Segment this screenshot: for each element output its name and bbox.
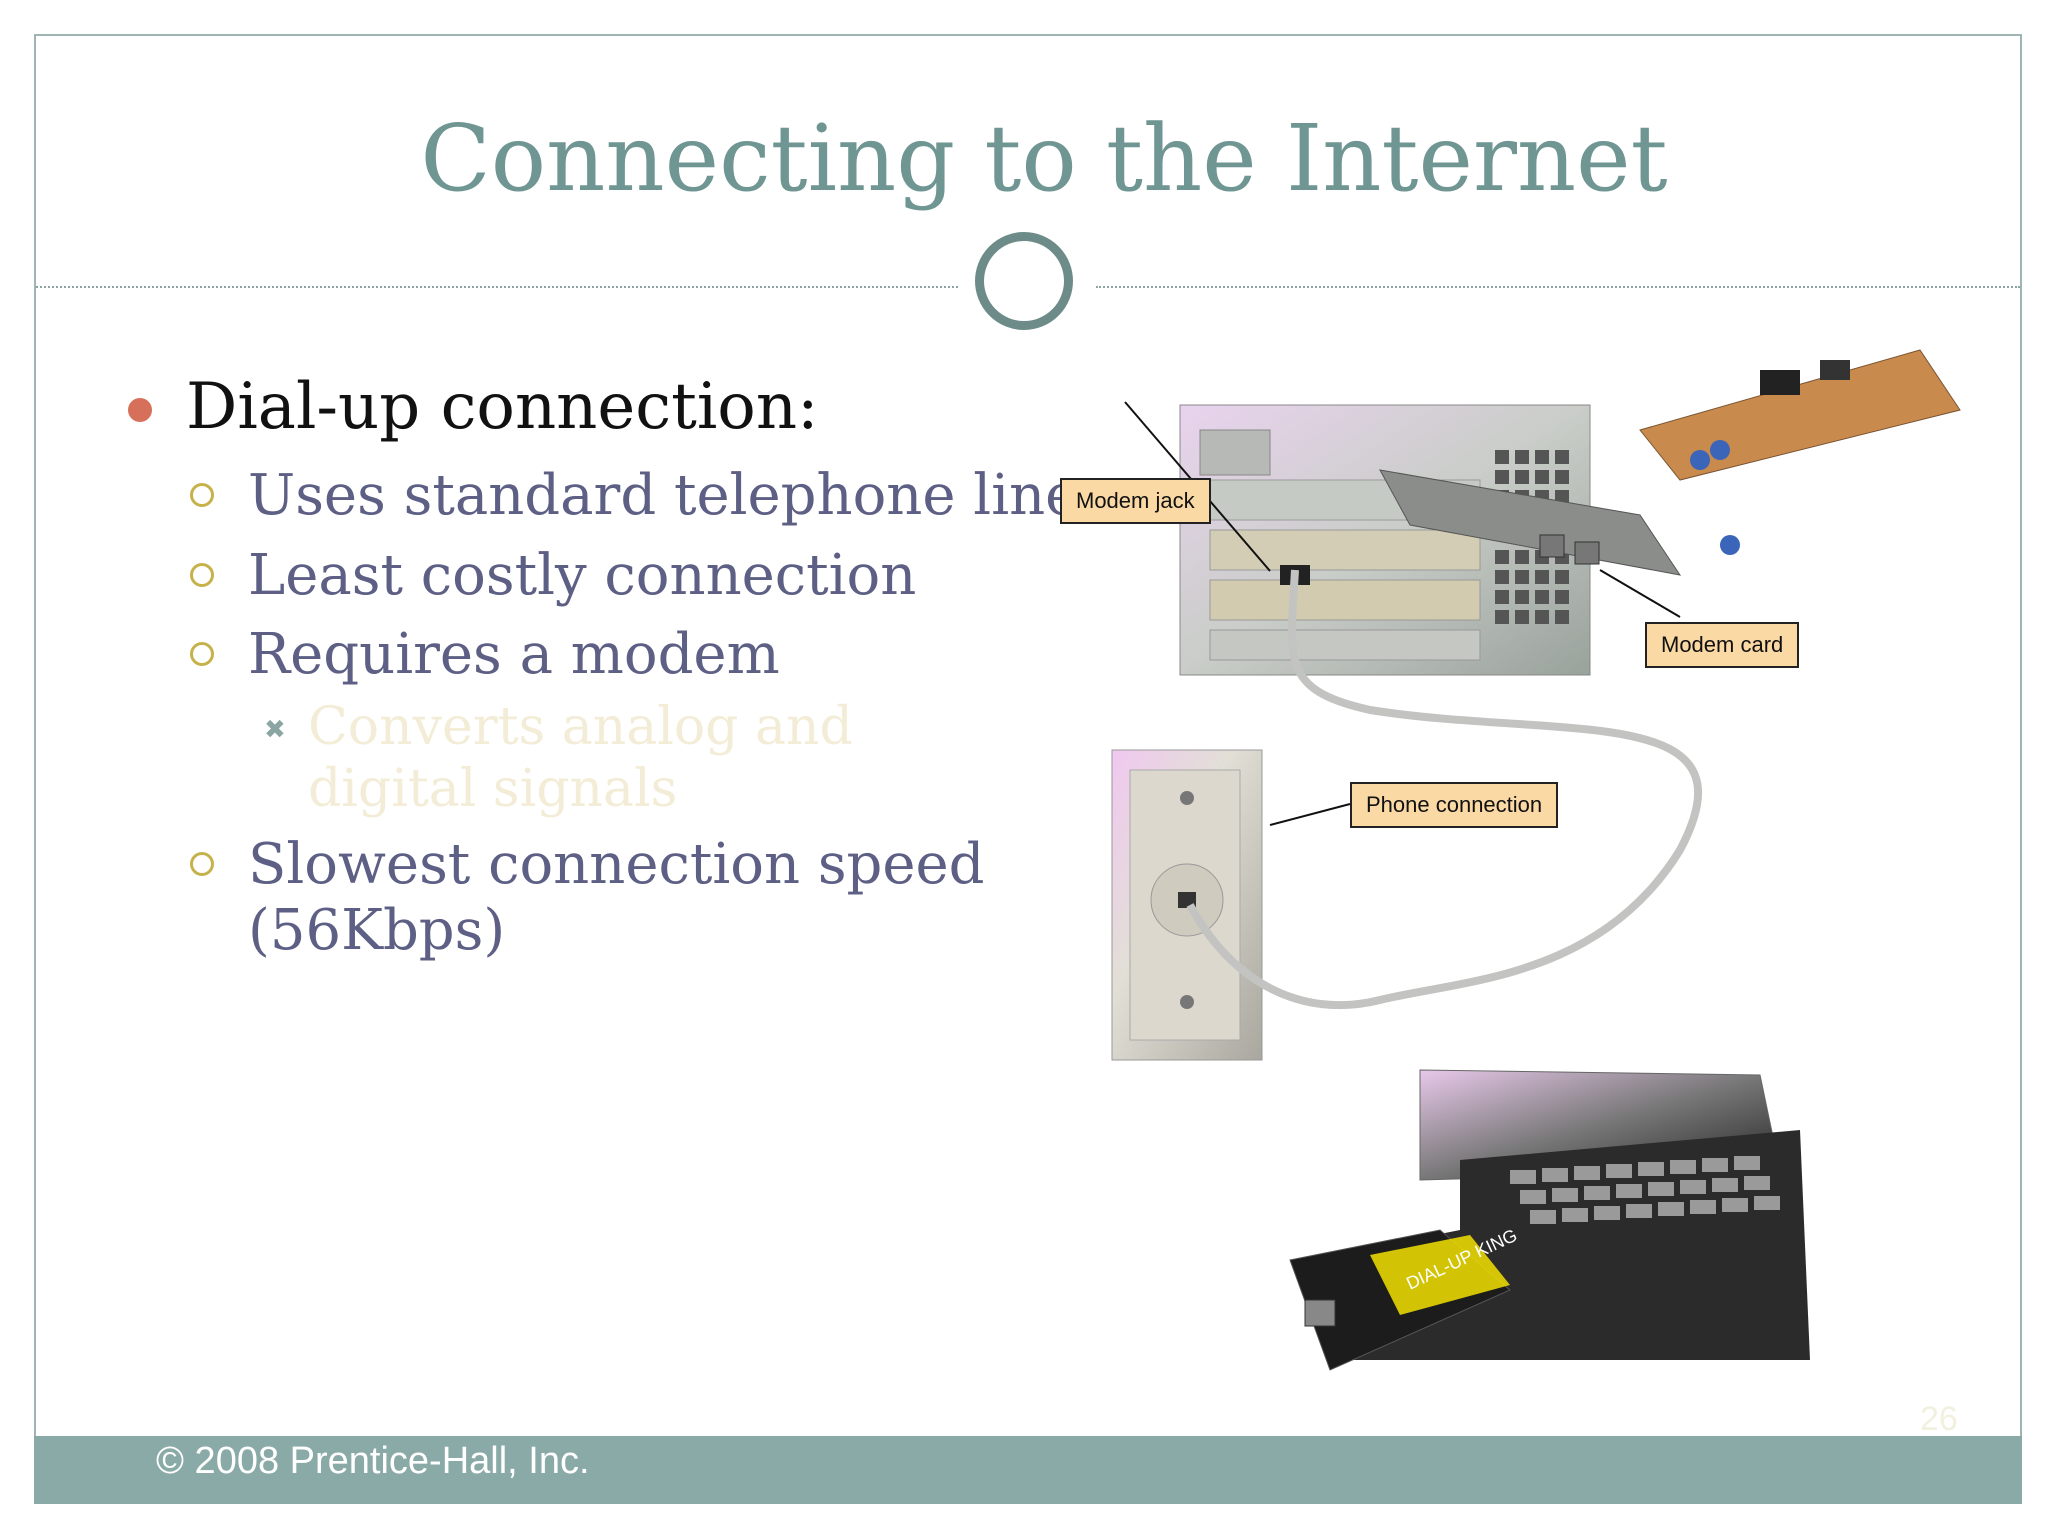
sub-bullet-ring-icon [190, 642, 214, 666]
footer-bar [34, 1436, 2022, 1504]
bullet-dot-icon [128, 398, 152, 422]
sub-bullet-3: Requires a modem [248, 622, 780, 687]
callout-modem-jack: Modem jack [1060, 478, 1211, 524]
sub-bullet-1: Uses standard telephone line [248, 463, 1079, 528]
modem-card [1379, 349, 1961, 576]
callout-modem-card: Modem card [1645, 622, 1800, 668]
subsub-bullet: Converts analog and digital signals [308, 697, 853, 819]
phone-cable [1186, 569, 1703, 1010]
sub-bullet-4-line1: Slowest connection speed [248, 832, 985, 897]
title-divider-right [1096, 286, 2020, 288]
divider-circle-icon [975, 232, 1073, 330]
bullet-main: Dial-up connection: [186, 370, 819, 444]
laptop: DIAL-UP KING [1289, 1069, 1810, 1371]
arrow-phone-connection [1269, 803, 1351, 826]
sub-bullet-2: Least costly connection [248, 543, 917, 608]
sub-bullet-4-line2: (56Kbps) [248, 898, 506, 963]
sub-bullet-ring-icon [190, 563, 214, 587]
slide-title: Connecting to the Internet [420, 105, 1668, 212]
callout-phone-connection: Phone connection [1350, 782, 1559, 828]
page-number: 26 [1920, 1400, 1958, 1438]
footer-copyright: © 2008 Prentice-Hall, Inc. [156, 1440, 590, 1482]
title-divider-left [36, 286, 958, 288]
wall-jack-plate [1111, 749, 1263, 1061]
sub-bullet-ring-icon [190, 483, 214, 507]
dialup-illustration: DIAL-UP KING Modem jack Modem card Phone… [1040, 330, 2000, 1380]
dialup-illustration-svg: DIAL-UP KING [1111, 349, 1961, 1371]
sub-bullet-ring-icon [190, 852, 214, 876]
arrow-modem-card [1599, 569, 1681, 618]
subsub-bullet-icon: ✖ [264, 715, 286, 745]
